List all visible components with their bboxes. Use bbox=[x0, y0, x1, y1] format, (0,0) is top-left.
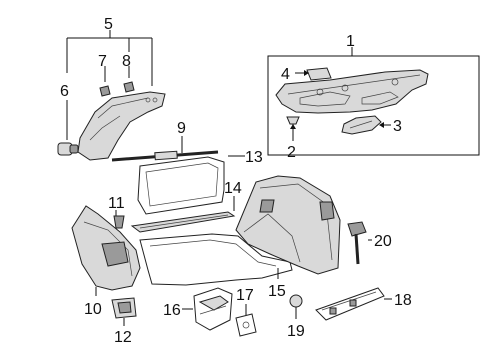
callout-17: 17 bbox=[236, 287, 254, 304]
callout-3: 3 bbox=[393, 118, 402, 135]
trunk-lid-group bbox=[111, 136, 245, 215]
callout-4: 4 bbox=[281, 66, 290, 83]
package-tray-box bbox=[267, 55, 480, 156]
callout-18: 18 bbox=[394, 292, 412, 309]
callout-14: 14 bbox=[224, 180, 242, 197]
part-18-group bbox=[315, 287, 392, 321]
callout-1: 1 bbox=[346, 33, 355, 50]
callout-11: 11 bbox=[108, 195, 125, 212]
callout-6: 6 bbox=[60, 83, 69, 100]
part-8-bolt bbox=[123, 81, 135, 93]
hinge-bracket bbox=[77, 91, 166, 161]
left-trunk-trim-group bbox=[71, 205, 141, 326]
part-17-group bbox=[235, 304, 257, 337]
part-11-clip bbox=[113, 215, 125, 229]
hinge-bracket-group bbox=[57, 30, 166, 161]
part-19-clip bbox=[289, 294, 303, 308]
package-tray-group bbox=[267, 47, 480, 156]
part-2-fastener bbox=[286, 116, 300, 125]
part-3-lamp bbox=[341, 115, 382, 135]
part-20-hold-down-bolt bbox=[347, 221, 367, 237]
package-tray bbox=[275, 69, 429, 114]
part-16-group bbox=[182, 287, 233, 331]
callout-19: 19 bbox=[287, 323, 305, 340]
part-4-clip bbox=[306, 67, 332, 81]
callout-5: 5 bbox=[104, 16, 113, 33]
callout-12: 12 bbox=[114, 329, 132, 346]
part-15-trunk-mat bbox=[139, 233, 293, 286]
callout-2: 2 bbox=[287, 144, 296, 161]
callout-labels: 1 2 3 4 5 6 7 8 9 10 11 12 13 14 15 16 1… bbox=[60, 16, 412, 346]
callout-13: 13 bbox=[245, 149, 263, 166]
callout-20: 20 bbox=[374, 233, 392, 250]
part-19-group bbox=[289, 294, 303, 319]
part-17-bracket bbox=[235, 313, 257, 337]
part-7-bolt bbox=[99, 85, 111, 97]
callout-8: 8 bbox=[122, 53, 131, 70]
part-20-group bbox=[347, 221, 372, 265]
callout-15: 15 bbox=[268, 283, 286, 300]
callout-10: 10 bbox=[84, 301, 102, 318]
trunk-mat-group bbox=[139, 175, 341, 286]
callout-9: 9 bbox=[177, 120, 186, 137]
part-14-sill-group bbox=[130, 196, 236, 233]
callout-7: 7 bbox=[98, 53, 107, 70]
part-13-lid-lining bbox=[137, 156, 225, 215]
callout-16: 16 bbox=[163, 302, 181, 319]
